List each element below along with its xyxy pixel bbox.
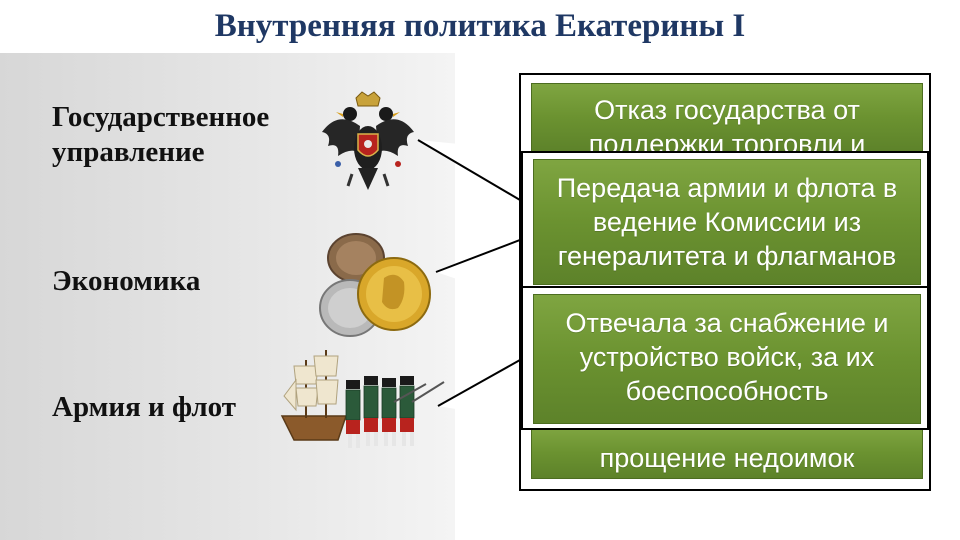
connector-army	[437, 358, 521, 420]
green-box-economy: Передача армии и флота в ведение Комисси…	[533, 159, 921, 285]
double-headed-eagle-icon	[318, 90, 418, 200]
green-box-government-top: Отказ государства от поддержки торговли …	[531, 83, 923, 159]
coins-icon	[314, 228, 438, 348]
slide-title: Внутренняя политика Екатерины I	[214, 8, 746, 44]
callout-army: Отвечала за снабжение и устройство войск…	[521, 286, 929, 430]
connector-government	[417, 139, 521, 202]
category-army: Армия и флот	[52, 391, 236, 423]
category-government: Государственное управление	[52, 101, 270, 168]
category-economy: Экономика	[52, 265, 201, 297]
callout-economy: Передача армии и флота в ведение Комисси…	[521, 151, 929, 291]
ship-soldiers-icon	[276, 340, 448, 455]
green-box-army: Отвечала за снабжение и устройство войск…	[533, 294, 921, 424]
green-box-government-bottom: прощение недоимок	[531, 427, 923, 479]
connector-economy	[435, 238, 521, 300]
